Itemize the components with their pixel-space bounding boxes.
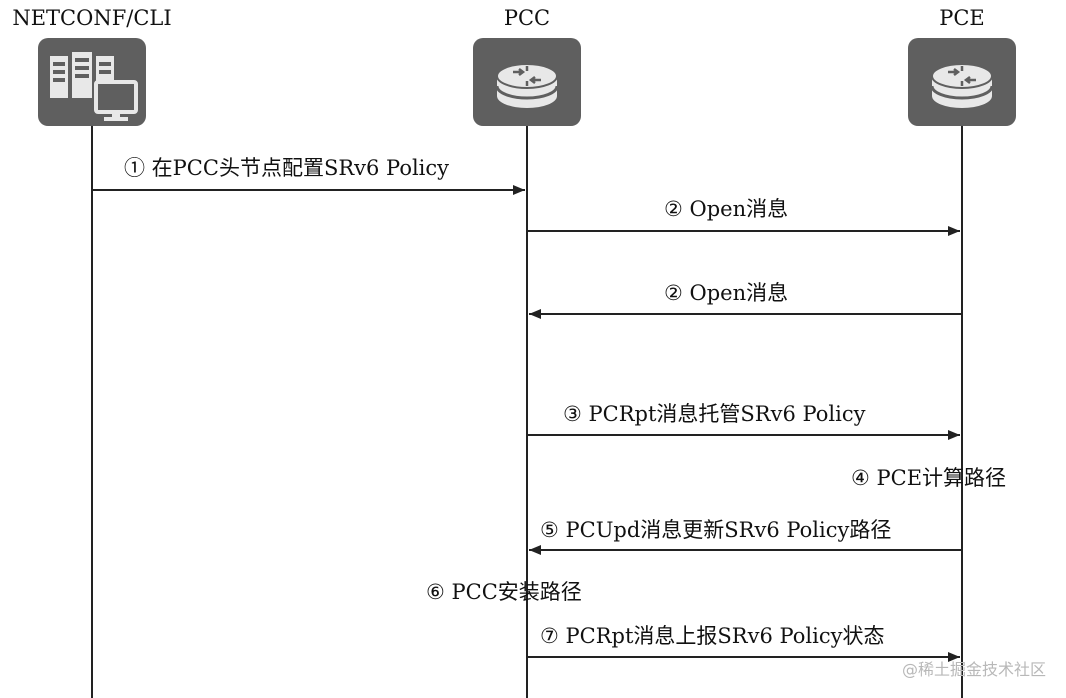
- message-5-label: ⑤ PCUpd消息更新SRv6 Policy路径: [540, 518, 892, 542]
- lifeline-pce: [961, 126, 963, 698]
- participant-label-pce: PCE: [939, 6, 985, 30]
- watermark: @稀土掘金技术社区: [901, 660, 1046, 679]
- router-icon: [908, 38, 1016, 126]
- message-7-label: ⑦ PCRpt消息上报SRv6 Policy状态: [540, 624, 885, 648]
- participant-label-netconf-cli: NETCONF/CLI: [12, 6, 172, 30]
- lifeline-pcc: [526, 126, 528, 698]
- message-2b-label: ② Open消息: [664, 281, 789, 305]
- message-1-label: ① 在PCC头节点配置SRv6 Policy: [124, 156, 450, 180]
- participant-label-pcc: PCC: [503, 6, 551, 30]
- router-icon: [473, 38, 581, 126]
- message-3-label: ③ PCRpt消息托管SRv6 Policy: [563, 402, 866, 426]
- lifeline-netconf-cli: [91, 126, 93, 698]
- message-4-label: ④ PCE计算路径: [851, 466, 1007, 490]
- server-computer-icon: [38, 38, 146, 126]
- message-6-label: ⑥ PCC安装路径: [426, 580, 582, 604]
- message-2-label: ② Open消息: [664, 197, 789, 221]
